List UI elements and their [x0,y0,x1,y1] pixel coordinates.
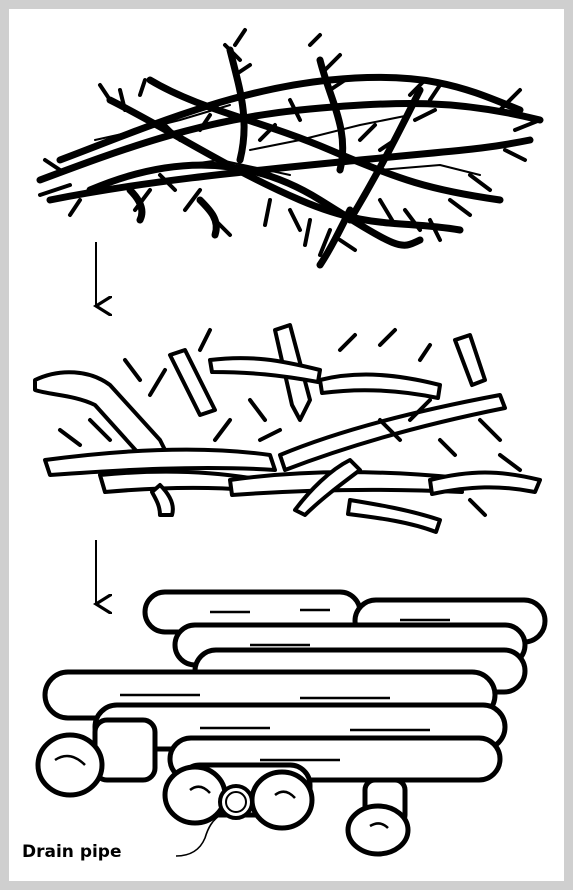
log-layer [38,592,545,854]
branch-layer [35,325,540,532]
drain-pipe-label: Drain pipe [22,842,122,862]
drain-pipe [220,786,252,818]
fine-brush-layer [40,30,540,265]
